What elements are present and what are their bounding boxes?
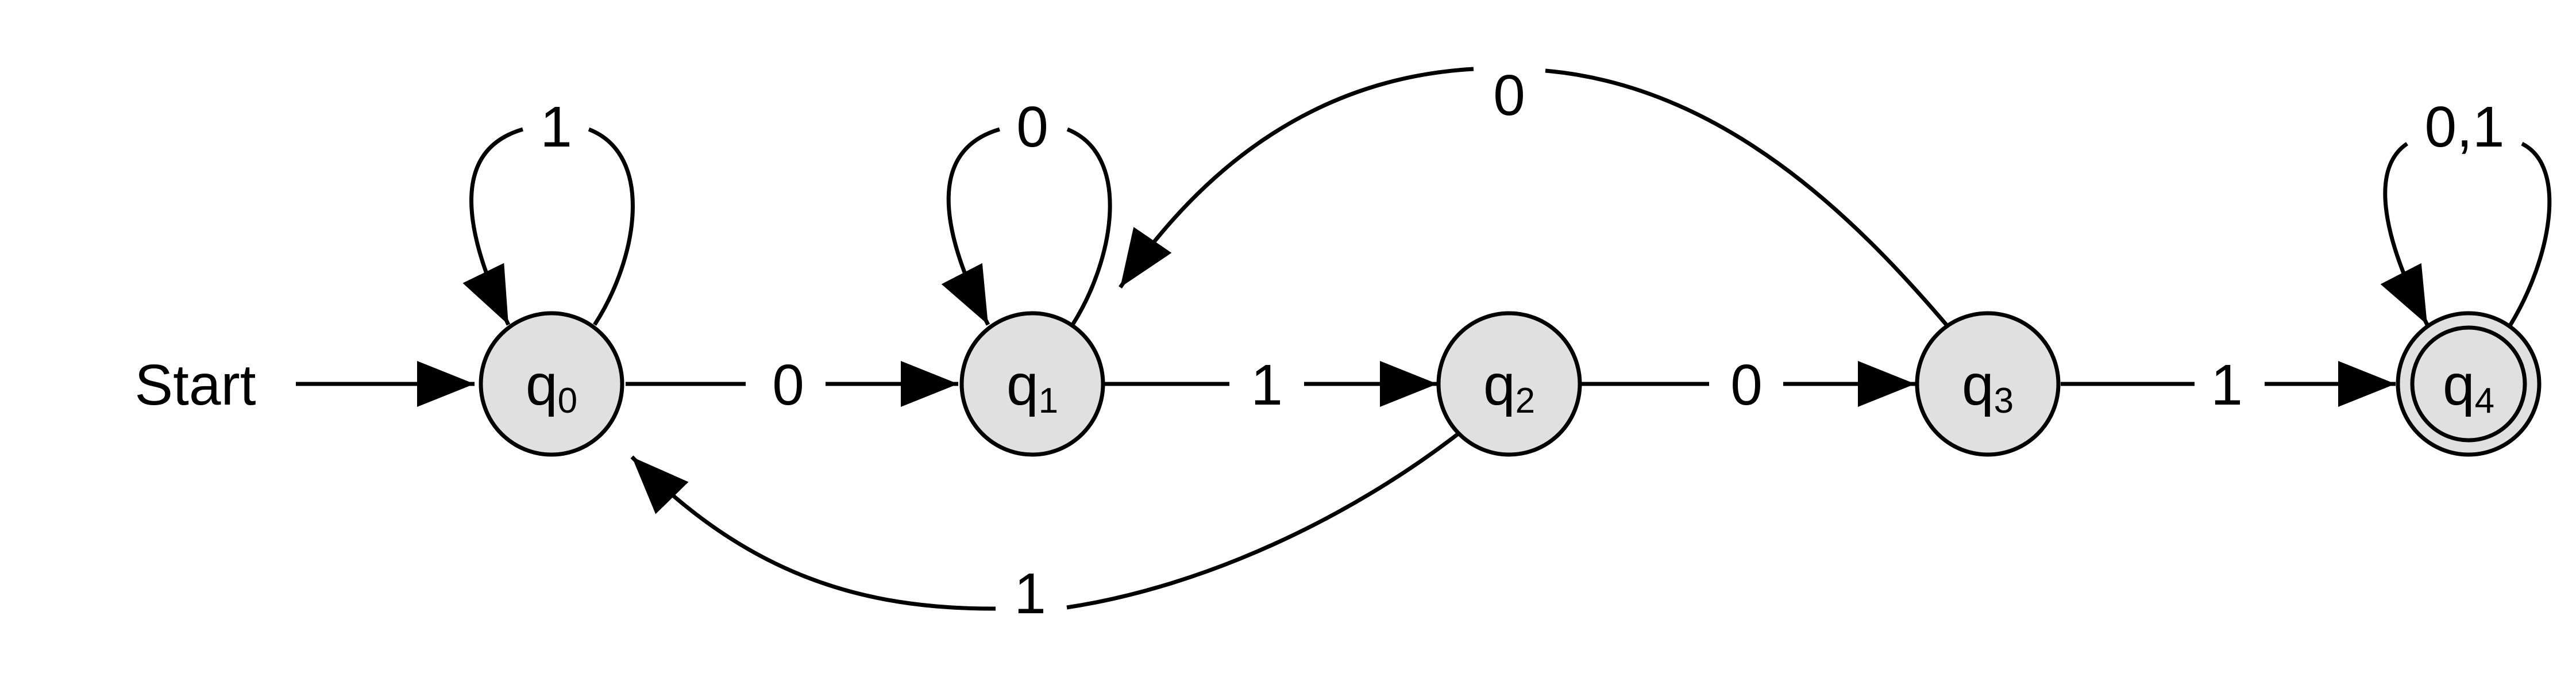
accept-ring-q4 [2410, 325, 2527, 443]
state-q0-sub: 0 [558, 381, 577, 421]
state-q1: q1 [959, 311, 1105, 457]
state-q4-sub: 4 [2475, 381, 2494, 421]
edge-q2-q0 [632, 434, 1460, 611]
edge-label-q2-q3: 0 [1730, 353, 1763, 417]
state-q0: q0 [479, 311, 624, 457]
edge-label-q3-q4: 1 [2211, 353, 2243, 417]
edge-label-q0-q1: 0 [772, 353, 804, 417]
start-label: Start [134, 353, 256, 417]
state-q3: q3 [1915, 311, 2061, 457]
self-loop-label-q1: 0 [1016, 95, 1048, 159]
edge-q3-q1 [1120, 67, 1948, 325]
svg-text:q4: q4 [2443, 353, 2494, 421]
state-q1-letter: q [1007, 353, 1039, 417]
state-q1-sub: 1 [1039, 381, 1058, 421]
edge-label-q3-q1: 0 [1493, 63, 1525, 128]
svg-text:q3: q3 [1962, 353, 2014, 421]
edge-label-q1-q2: 1 [1251, 353, 1283, 417]
state-q3-sub: 3 [1994, 381, 2014, 421]
state-q0-letter: q [526, 353, 558, 417]
self-loop-q0 [472, 127, 635, 325]
edge-label-q2-q0: 1 [1014, 562, 1046, 626]
state-q2-sub: 2 [1515, 381, 1535, 421]
self-loop-q4 [2385, 141, 2552, 325]
self-loop-label-q4: 0,1 [2424, 95, 2504, 159]
state-q2: q2 [1436, 311, 1582, 457]
state-q2-letter: q [1483, 353, 1515, 417]
self-loop-q1 [948, 127, 1112, 325]
self-loop-label-q0: 1 [540, 95, 572, 159]
svg-text:q2: q2 [1483, 353, 1535, 421]
state-q3-letter: q [1962, 353, 1994, 417]
state-q4-letter: q [2443, 353, 2475, 417]
state-q4: q4 [2396, 311, 2542, 457]
svg-text:q1: q1 [1007, 353, 1058, 421]
svg-text:q0: q0 [526, 353, 577, 421]
